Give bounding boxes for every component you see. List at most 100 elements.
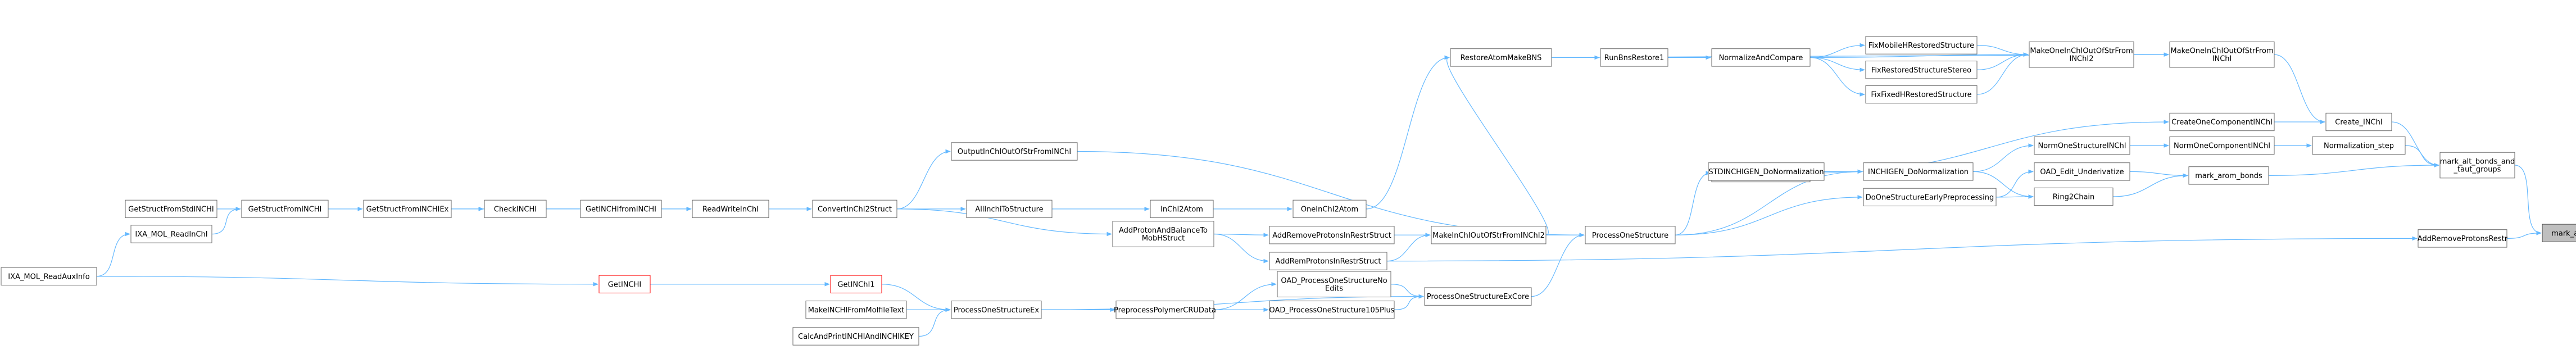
node-box <box>2439 152 2515 179</box>
edge-one-in-ch-i2-atom-to-restore-atom-make-bns <box>1366 55 1450 210</box>
node-box <box>2188 166 2269 185</box>
node-label: OAD_ProcessOneStructure105Plus <box>1269 306 1395 315</box>
node-output-in-ch-iout-of-str-from-inch-i[interactable]: OutputInChIOutOfStrFromINChI <box>951 142 1078 161</box>
node-one-in-ch-i2-atom[interactable]: OneInChI2Atom <box>1292 199 1367 219</box>
edge-ixa-mol-read-aux-info-to-ixa-mol-read-in-ch-i <box>96 232 130 277</box>
node-box <box>805 301 907 319</box>
node-label: GetStructFromINCHIEx <box>366 205 449 214</box>
node-label: INChI <box>2212 55 2232 63</box>
node-process-one-structure-ex-core[interactable]: ProcessOneStructureExCore <box>1424 287 1532 306</box>
node-ixa-mol-read-aux-info[interactable]: IXA_MOL_ReadAuxInfo <box>1 267 97 285</box>
node-label: FixMobileHRestoredStructure <box>1868 42 1974 50</box>
node-box <box>2325 112 2392 131</box>
edge-ring2-chain-to-mark-arom-bonds <box>2112 173 2188 197</box>
edge-ixa-mol-read-aux-info-to-get-inchi <box>96 276 598 287</box>
node-fix-restored-structure-stereo[interactable]: FixRestoredStructureStereo <box>1865 61 1978 79</box>
node-calc-and-print-inchiand-inchikey[interactable]: CalcAndPrintINCHIAndINCHIKEY <box>792 327 919 346</box>
edge-calc-and-print-inchiand-inchikey-to-process-one-structure-ex <box>918 307 951 337</box>
edge-add-proton-and-balance-to-mob-hstruct-to-add-remove-protons-in-restr-struct <box>1213 233 1269 238</box>
node-box <box>1711 48 1811 67</box>
node-add-rem-protons-in-restr-struct[interactable]: AddRemProtonsInRestrStruct <box>1269 252 1387 270</box>
node-create-inch-i[interactable]: Create_INChI <box>2325 112 2392 131</box>
node-label: AddRemoveProtonsInRestrStruct <box>1272 232 1391 240</box>
node-get-inchi[interactable]: GetINCHI <box>598 275 651 293</box>
node-make-inchifrom-molfile-text[interactable]: MakeINCHIFromMolfileText <box>805 301 907 319</box>
edge-mark-arom-bonds-to-mark-alt-bonds <box>2268 163 2439 176</box>
node-label: IXA_MOL_ReadAuxInfo <box>8 273 89 281</box>
edge-normalize-and-compare-to-fix-restored-structure-stereo <box>1809 57 1865 72</box>
node-process-one-structure[interactable]: ProcessOneStructure <box>1585 226 1676 244</box>
node-make-in-ch-iout-of-str-from-inch-i2b[interactable]: MakeInChIOutOfStrFromINChI2 <box>1431 226 1546 244</box>
edge-convert-in-ch-i2-struct-to-add-proton-and-balance-to-mob-hstruct <box>896 208 1112 237</box>
node-get-struct-from-inchi[interactable]: GetStructFromINCHI <box>241 199 329 219</box>
node-do-one-structure-early-preprocessing[interactable]: DoOneStructureEarlyPreprocessing <box>1863 188 1997 207</box>
node-box <box>1450 48 1552 67</box>
node-get-inch-i1[interactable]: GetINChI1 <box>830 275 882 293</box>
edge-inchigen-do-normalization-to-ring2-chain <box>1972 171 2034 199</box>
node-all-inchi-to-structure[interactable]: AllInchiToStructure <box>966 199 1053 219</box>
node-box <box>2312 136 2406 155</box>
node-mark-arom-bonds[interactable]: mark_arom_bonds <box>2188 166 2269 185</box>
node-label: INChI2 <box>2070 55 2094 63</box>
node-box <box>1 267 97 285</box>
node-inchigen-do-normalization[interactable]: INCHIGEN_DoNormalization <box>1863 162 1974 181</box>
node-create-one-component-inch-i[interactable]: CreateOneComponentINChI <box>2169 112 2275 131</box>
node-box <box>2169 136 2275 155</box>
node-label: MakeOneInChIOutOfStrFrom <box>2030 47 2133 56</box>
node-box <box>2034 162 2130 181</box>
node-label: DoOneStructureEarlyPreprocessing <box>1866 193 1994 202</box>
node-normalize-and-compare[interactable]: NormalizeAndCompare <box>1711 48 1811 67</box>
node-normalization-step[interactable]: Normalization_step <box>2312 136 2406 155</box>
node-in-ch-i2-atom[interactable]: InChI2Atom <box>1150 199 1214 219</box>
edge-process-one-structure-to-inchigen-do-normalization <box>1675 169 1863 235</box>
node-process-one-structure-ex[interactable]: ProcessOneStructureEx <box>951 301 1042 319</box>
node-label: GetINCHI <box>608 280 641 289</box>
node-label: OAD_ProcessOneStructureNo <box>1281 276 1387 285</box>
node-fix-mobile-hrestored-structure[interactable]: FixMobileHRestoredStructure <box>1865 36 1978 55</box>
node-norm-one-component-inch-i[interactable]: NormOneComponentINChI <box>2169 136 2275 155</box>
node-box <box>1431 226 1546 244</box>
node-preprocess-polymer-crudata[interactable]: PreprocessPolymerCRUData <box>1114 301 1216 319</box>
node-mark-alt-bonds[interactable]: mark_alt_bonds_and_taut_groups <box>2439 152 2515 179</box>
node-norm-one-structure-inch-i[interactable]: NormOneStructureINChI <box>2034 136 2130 155</box>
node-convert-in-ch-i2-struct[interactable]: ConvertInChI2Struct <box>812 199 897 219</box>
node-mark-at-type[interactable]: mark_at_type <box>2542 224 2576 242</box>
node-get-struct-from-inchiex[interactable]: GetStructFromINCHIEx <box>363 199 452 219</box>
node-fix-fixed-hrestored-structure[interactable]: FixFixedHRestoredStructure <box>1865 85 1978 104</box>
edge-normalize-and-compare-to-fix-mobile-hrestored-structure <box>1809 43 1865 58</box>
node-box <box>1292 199 1367 219</box>
node-ring2-chain[interactable]: Ring2Chain <box>2034 187 2114 206</box>
node-oad-edit-underivatize[interactable]: OAD_Edit_Underivatize <box>2034 162 2130 181</box>
node-add-remove-protons-in-restr-struct[interactable]: AddRemoveProtonsInRestrStruct <box>1269 226 1395 244</box>
node-label: ProcessOneStructure <box>1592 232 1668 240</box>
edge-add-remove-protons-restr-to-mark-at-type <box>2506 230 2542 239</box>
node-get-struct-from-std-inchi[interactable]: GetStructFromStdINCHI <box>125 199 217 219</box>
edge-ixa-mol-read-in-ch-i-to-get-struct-from-inchi <box>211 207 241 235</box>
node-get-inchifrom-inchi[interactable]: GetINCHIfromINCHI <box>580 199 662 219</box>
node-read-write-in-ch-i[interactable]: ReadWriteInChI <box>692 199 769 219</box>
node-box <box>241 199 329 219</box>
node-label: AddProtonAndBalanceTo <box>1119 226 1208 235</box>
node-stdinchigen-do-normalization[interactable]: STDINCHIGEN_DoNormalization <box>1708 162 1825 181</box>
node-box <box>598 275 651 293</box>
node-box <box>1269 226 1395 244</box>
node-label: MakeINCHIFromMolfileText <box>808 306 905 315</box>
edge-add-proton-and-balance-to-mob-hstruct-to-add-rem-protons-in-restr-struct <box>1213 233 1269 264</box>
node-restore-atom-make-bns[interactable]: RestoreAtomMakeBNS <box>1450 48 1552 67</box>
node-oad-process-one-structure105-plus[interactable]: OAD_ProcessOneStructure105Plus <box>1269 301 1395 319</box>
node-add-remove-protons-restr[interactable]: AddRemoveProtonsRestr <box>2418 229 2508 248</box>
node-check-inchi[interactable]: CheckINCHI <box>484 199 547 219</box>
node-label: RunBnsRestore1 <box>1604 54 1664 62</box>
node-label: _taut_groups <box>2453 166 2501 174</box>
node-run-bns-restore1[interactable]: RunBnsRestore1 <box>1600 48 1668 67</box>
node-ixa-mol-read-in-ch-i[interactable]: IXA_MOL_ReadInChI <box>130 225 212 243</box>
node-label: mark_at_type <box>2551 229 2576 238</box>
edge-mark-alt-bonds-to-mark-at-type <box>2514 165 2542 235</box>
node-box <box>1600 48 1668 67</box>
edge-process-one-structure-ex-core-to-process-one-structure <box>1531 233 1585 297</box>
